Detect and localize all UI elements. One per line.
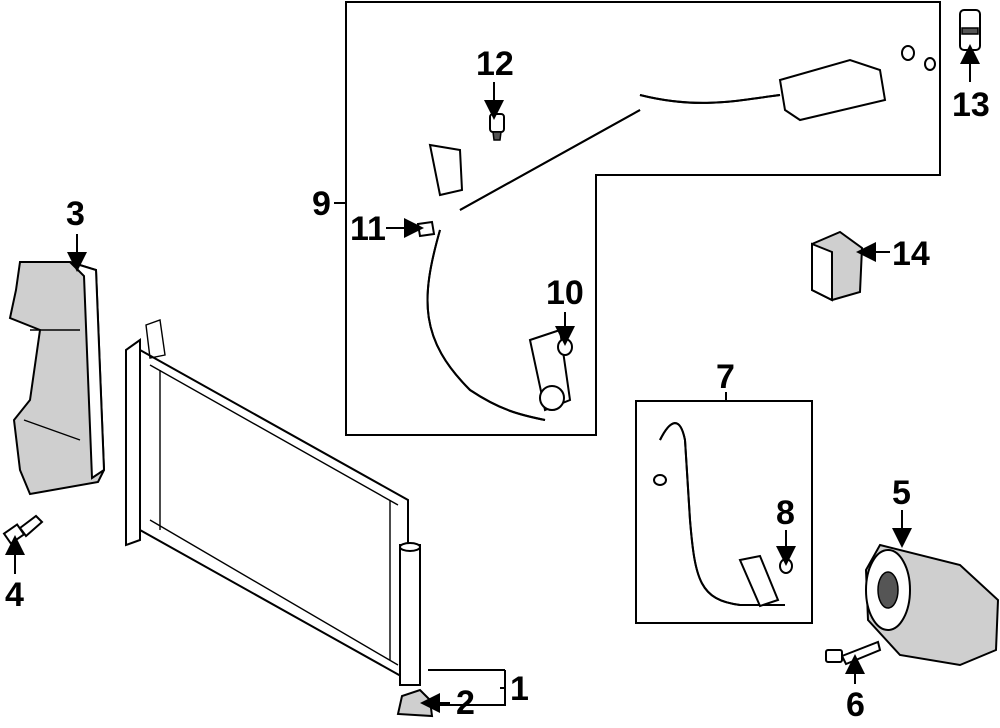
discharge-hose-part bbox=[653, 422, 785, 608]
callout-8: 8 bbox=[776, 494, 795, 532]
hose-assembly-part bbox=[426, 58, 887, 421]
leader-1 bbox=[430, 670, 506, 706]
callout-11: 11 bbox=[350, 210, 386, 248]
valve-part-13 bbox=[959, 9, 981, 51]
callout-10: 10 bbox=[546, 274, 584, 312]
callout-3: 3 bbox=[66, 195, 85, 233]
bracket-part-14 bbox=[811, 230, 864, 302]
switch-part-12 bbox=[489, 113, 505, 141]
air-guide-part bbox=[8, 261, 106, 496]
callout-12: 12 bbox=[476, 45, 514, 83]
compressor-part bbox=[864, 543, 1000, 667]
valve-part-11 bbox=[416, 220, 436, 238]
o-ring-pair bbox=[901, 45, 936, 71]
group-box-9 bbox=[345, 1, 941, 436]
callout-9: 9 bbox=[312, 185, 331, 223]
callout-13: 13 bbox=[952, 86, 990, 124]
callout-14: 14 bbox=[892, 235, 930, 273]
dryer-part bbox=[396, 688, 434, 718]
group-box-7 bbox=[635, 400, 813, 624]
bolt-part-6 bbox=[825, 640, 882, 666]
callout-4: 4 bbox=[5, 576, 24, 614]
callout-5: 5 bbox=[892, 474, 911, 512]
o-ring-part-8 bbox=[779, 558, 793, 574]
callout-2: 2 bbox=[456, 684, 475, 722]
condenser-part bbox=[125, 319, 421, 686]
o-ring-part-10 bbox=[557, 338, 573, 356]
bolt-part-4 bbox=[2, 514, 44, 545]
callout-7: 7 bbox=[716, 358, 735, 396]
callout-1: 1 bbox=[510, 670, 529, 708]
callout-6: 6 bbox=[846, 686, 865, 724]
